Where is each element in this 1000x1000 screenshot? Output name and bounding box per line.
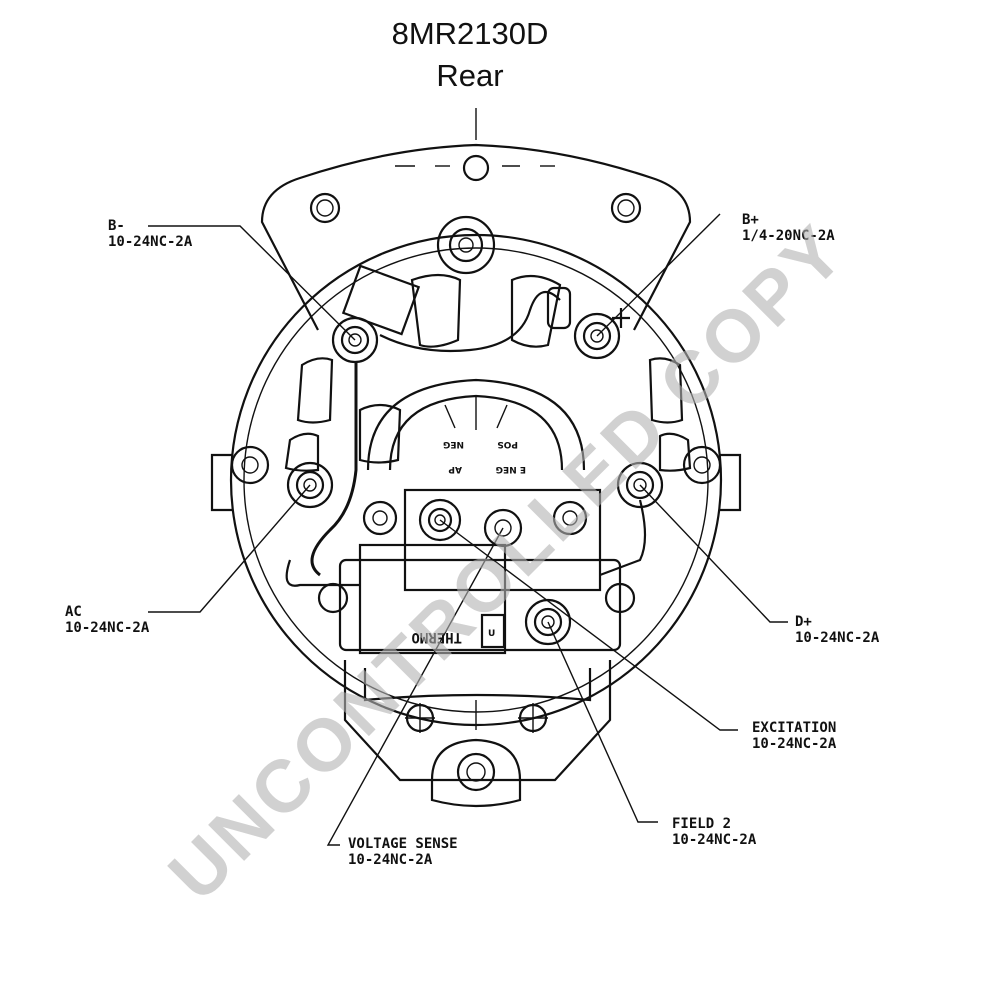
- rectifier-arch: NEG POS AP E NEG: [366, 378, 586, 474]
- label-b-plus: B+ 1/4-20NC-2A: [742, 212, 835, 244]
- ac-terminal-post: [286, 461, 334, 509]
- svg-text:VOLTAGE SENSE: VOLTAGE SENSE: [348, 836, 458, 852]
- b-plus-terminal-post: [546, 286, 630, 360]
- neg-label: NEG: [443, 439, 464, 449]
- regulator-box: THERMO U: [317, 488, 636, 655]
- svg-text:D+: D+: [795, 614, 812, 630]
- svg-text:AC: AC: [65, 604, 82, 620]
- label-excitation: EXCITATION 10-24NC-2A: [752, 720, 837, 752]
- svg-text:EXCITATION: EXCITATION: [752, 720, 836, 736]
- svg-text:10-24NC-2A: 10-24NC-2A: [795, 630, 880, 646]
- label-d-plus: D+ 10-24NC-2A: [795, 614, 880, 646]
- pos-label: POS: [497, 439, 518, 449]
- svg-text:E NEG: E NEG: [496, 464, 526, 474]
- svg-text:AP: AP: [448, 464, 462, 474]
- label-voltage-sense: VOLTAGE SENSE 10-24NC-2A: [348, 836, 458, 868]
- svg-text:10-24NC-2A: 10-24NC-2A: [752, 736, 837, 752]
- ap-label: AP: [448, 464, 462, 474]
- svg-text:B-: B-: [108, 218, 125, 234]
- wire-harness: [285, 290, 647, 587]
- top-mounting-ear: [260, 143, 692, 331]
- svg-text:B+: B+: [742, 212, 759, 228]
- svg-text:10-24NC-2A: 10-24NC-2A: [348, 852, 433, 868]
- u-label: U: [488, 629, 495, 639]
- svg-text:1/4-20NC-2A: 1/4-20NC-2A: [742, 228, 835, 244]
- b-minus-terminal-post: [331, 264, 421, 364]
- svg-text:THERMO: THERMO: [411, 629, 462, 645]
- label-b-minus: B- 10-24NC-2A: [108, 218, 193, 250]
- excitation-terminal-post: [418, 498, 462, 542]
- svg-text:NEG: NEG: [443, 439, 464, 449]
- d-plus-terminal-post: [616, 461, 664, 509]
- diagram-subtitle: Rear: [436, 58, 504, 93]
- thermo-label: THERMO: [411, 629, 462, 645]
- lower-mounting-bracket: [343, 660, 612, 808]
- cooling-slots: [284, 273, 692, 472]
- diagram-title: 8MR2130D: [391, 16, 549, 51]
- voltage-sense-terminal-post: [483, 508, 523, 548]
- eneg-label: E NEG: [496, 464, 526, 474]
- field-2-terminal-post: [524, 598, 572, 646]
- leader-lines: [148, 213, 788, 846]
- svg-text:10-24NC-2A: 10-24NC-2A: [65, 620, 150, 636]
- alternator-housing: [210, 233, 742, 727]
- label-ac: AC 10-24NC-2A: [65, 604, 150, 636]
- svg-text:10-24NC-2A: 10-24NC-2A: [672, 832, 757, 848]
- svg-text:10-24NC-2A: 10-24NC-2A: [108, 234, 193, 250]
- svg-text:POS: POS: [497, 439, 518, 449]
- svg-text:FIELD 2: FIELD 2: [672, 816, 731, 832]
- label-field-2: FIELD 2 10-24NC-2A: [672, 816, 757, 848]
